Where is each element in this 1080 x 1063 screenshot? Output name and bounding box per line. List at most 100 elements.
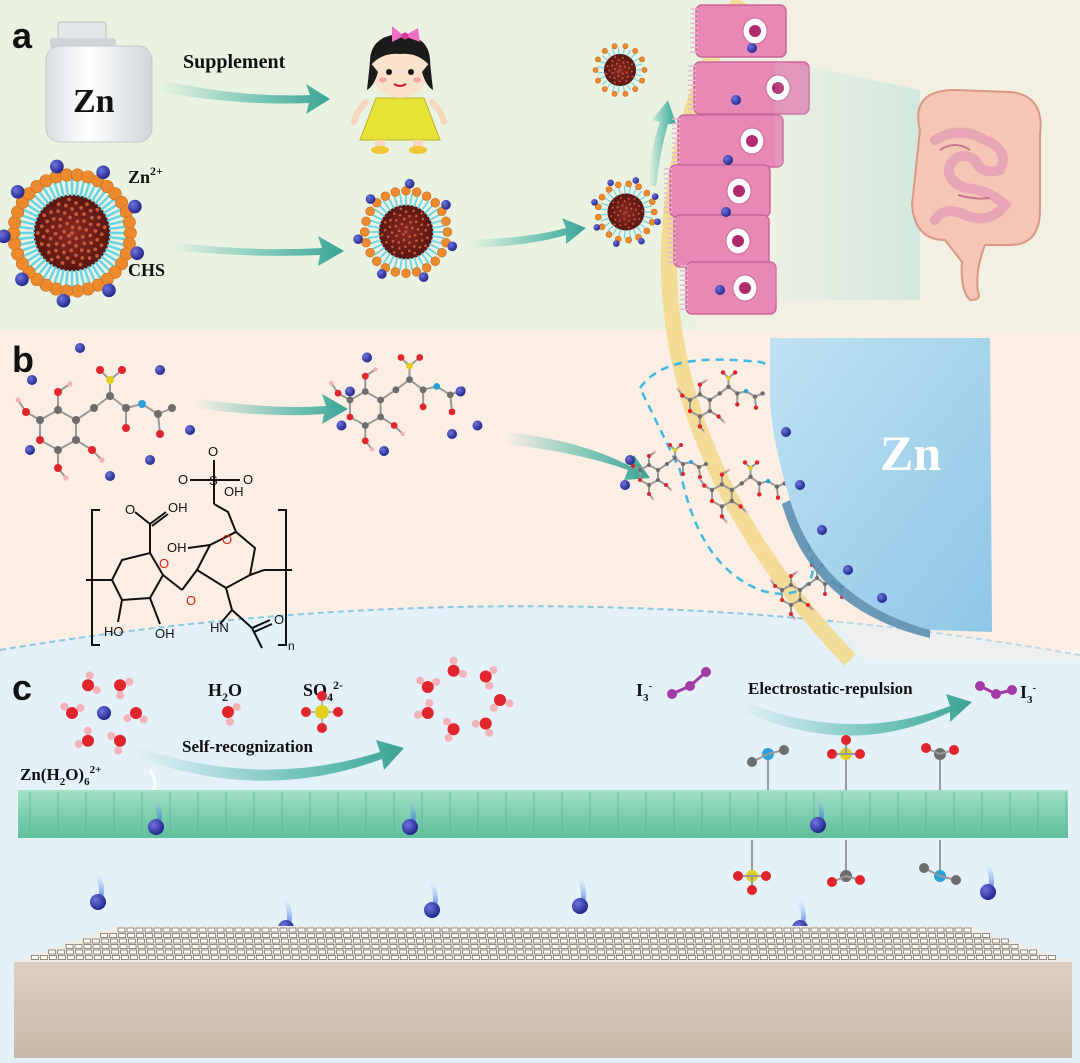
zinc-ion <box>145 455 155 465</box>
adsorbed-chs-molecules <box>620 370 850 621</box>
zinc-ion <box>353 234 363 245</box>
svg-text:HN: HN <box>210 620 229 635</box>
chs-zinc-micelle-large <box>0 159 144 308</box>
chs-micelle-absorbed <box>592 43 648 97</box>
zinc-ion <box>402 819 418 835</box>
membrane-ridges <box>29 792 1067 836</box>
chs-label: CHS <box>128 260 165 280</box>
zinc-ion <box>980 884 996 900</box>
zinc-ion-label: Zn2+ <box>128 164 163 187</box>
zinc-ion <box>638 237 645 245</box>
chs-zinc-micelle-medium <box>353 178 458 282</box>
svg-text:OH: OH <box>167 540 187 555</box>
zinc-ion <box>795 480 805 490</box>
zinc-ion <box>843 565 853 575</box>
svg-text:OH: OH <box>224 484 244 499</box>
zinc-ion <box>593 224 601 231</box>
svg-text:HO: HO <box>104 624 124 639</box>
micelle-shrink-arrow <box>470 218 586 248</box>
zinc-ion <box>345 386 355 397</box>
chs-membrane-layer <box>18 790 1068 838</box>
zinc-ion <box>404 178 415 189</box>
zinc-ion <box>27 375 37 385</box>
zinc-anode-block <box>770 338 992 632</box>
zinc-ion <box>721 207 731 217</box>
zinc-ion <box>620 480 630 490</box>
zinc-ion <box>362 352 372 363</box>
zinc-ion <box>455 386 466 397</box>
zinc-ion <box>654 218 661 226</box>
functional-groups <box>733 735 961 895</box>
zinc-ion <box>376 269 387 279</box>
intestine-icon <box>910 88 1042 302</box>
zinc-anode-label: Zn <box>880 425 941 481</box>
zinc-ion <box>651 193 659 200</box>
zinc-lattice-grid <box>30 927 1056 960</box>
svg-text:O: O <box>125 502 135 517</box>
zinc-ion <box>441 199 451 210</box>
zinc-supplement-bottle-icon <box>45 21 153 143</box>
sulfate-molecule-icon <box>301 691 343 733</box>
zinc-ion <box>96 165 110 180</box>
zoom-cone <box>775 60 920 300</box>
zinc-ion <box>185 425 195 435</box>
zinc-ion <box>105 471 115 481</box>
water-legend: H2O <box>208 680 242 704</box>
zinc-ion <box>747 43 757 53</box>
zinc-ion <box>715 285 725 295</box>
svg-text:OH: OH <box>155 626 175 641</box>
svg-text:O: O <box>222 532 232 547</box>
zinc-ion <box>56 293 71 308</box>
zinc-ion <box>781 427 791 437</box>
svg-text:n: n <box>288 639 295 653</box>
zinc-ion <box>336 420 347 431</box>
chs-chemical-structure <box>86 460 292 649</box>
chs-zinc-micelle-small <box>591 177 661 247</box>
micelle-transport-arrow <box>170 236 344 266</box>
zinc-ion <box>572 898 588 914</box>
zinc-ion <box>632 177 640 184</box>
triiodide-left-icon <box>667 667 711 699</box>
hydrated-zinc-label: Zn(H2O)62+ <box>20 764 101 788</box>
zinc-ion <box>75 343 85 353</box>
zinc-ions-on-anode <box>781 427 887 603</box>
zinc-ions-transport <box>90 796 996 936</box>
zinc-ion <box>625 455 635 465</box>
triiodide-right-icon <box>975 681 1017 699</box>
zinc-ion <box>731 95 741 105</box>
zinc-ion <box>877 593 887 603</box>
zinc-ion <box>379 446 389 456</box>
zinc-ion <box>130 246 144 260</box>
water-cluster <box>413 656 514 742</box>
zinc-ion <box>607 179 614 187</box>
svg-text:O: O <box>186 593 196 608</box>
svg-text:OH: OH <box>168 500 188 515</box>
zinc-ion <box>612 240 620 247</box>
zinc-ion <box>0 229 11 244</box>
electrostatic-repulsion-arrow <box>740 694 972 736</box>
chs-molecule-with-zinc <box>15 343 195 481</box>
svg-text:S: S <box>209 473 218 488</box>
water-molecule-icon <box>222 703 241 726</box>
zinc-ion <box>102 283 116 298</box>
svg-text:O: O <box>243 472 253 487</box>
zinc-ion <box>50 159 64 174</box>
svg-text:O: O <box>159 556 169 571</box>
self-recognization-label: Self-recognization <box>182 737 313 756</box>
panel-b-letter: b <box>12 339 34 380</box>
panel-c-letter: c <box>12 667 32 708</box>
child-cartoon-icon <box>351 26 447 154</box>
supplement-label: Supplement <box>183 51 286 73</box>
zinc-ion <box>25 445 35 455</box>
zinc-ion <box>90 894 106 910</box>
zinc-ion <box>10 184 25 199</box>
hydrated-zinc-cluster <box>60 671 148 755</box>
adsorption-arrow <box>505 432 650 480</box>
zinc-ion <box>424 902 440 918</box>
binding-arrow <box>195 394 348 424</box>
svg-text:O: O <box>274 612 284 627</box>
bottle-label: Zn <box>73 83 115 120</box>
zinc-ion <box>418 272 429 282</box>
